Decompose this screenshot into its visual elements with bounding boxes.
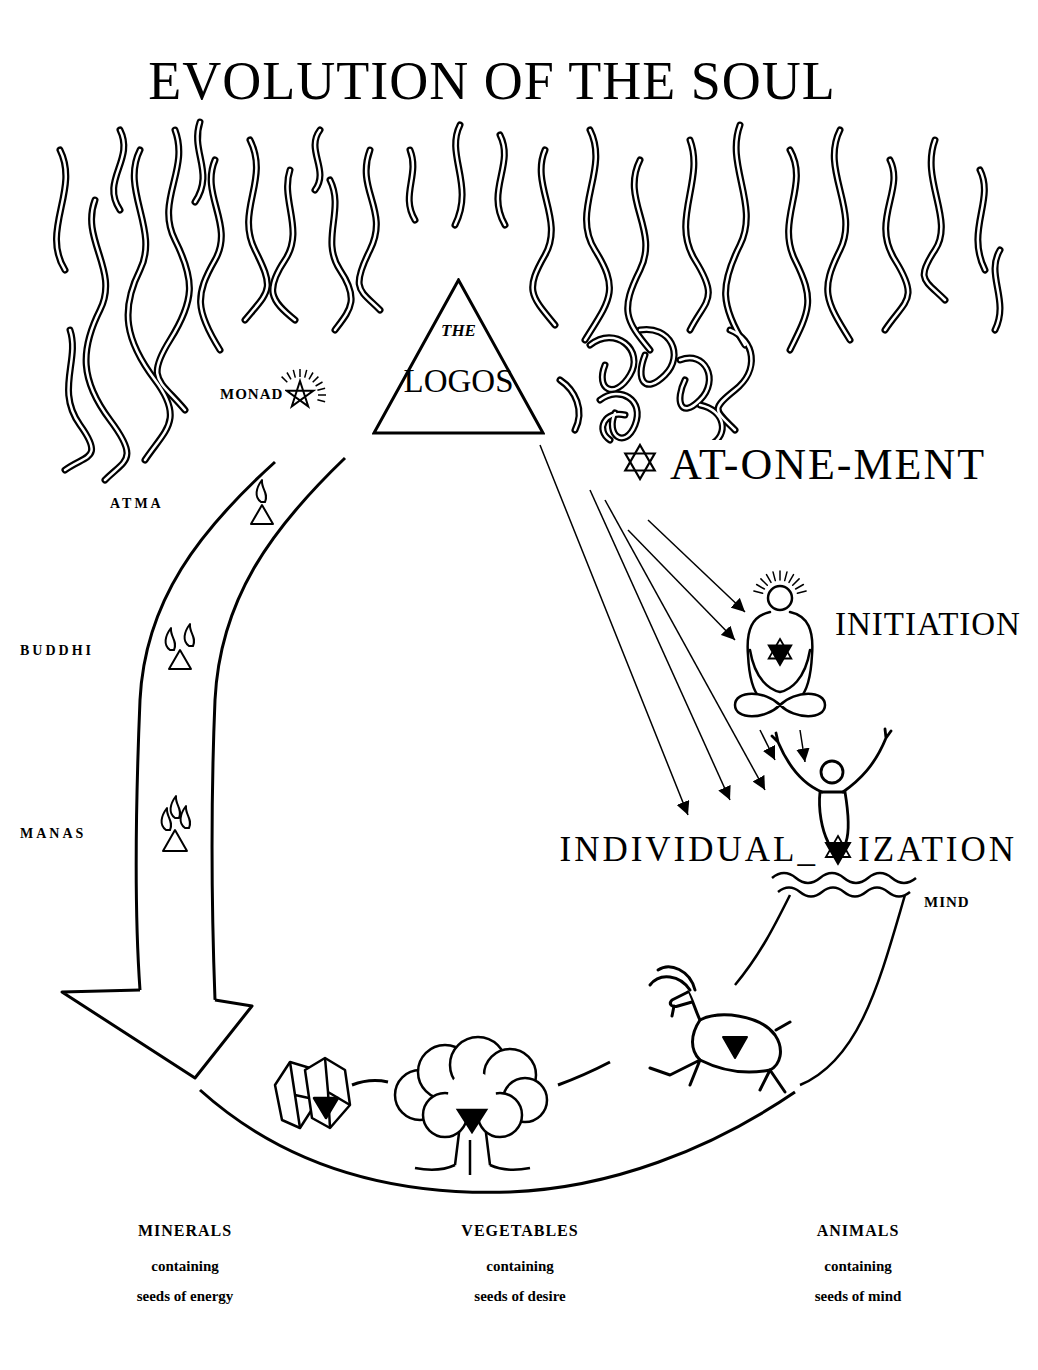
mineral-crystals-part (325, 1058, 350, 1128)
mineral-crystals (275, 1058, 350, 1128)
node-heading: THE (441, 322, 476, 341)
initiation-figure-part (769, 646, 792, 666)
animal-goat-part (688, 992, 700, 1020)
stage-label: INDIVIDUAL_ (559, 830, 818, 870)
mind-waters-part (772, 873, 916, 883)
initiation-figure-part (768, 586, 792, 610)
mind-waters-part (800, 895, 905, 1085)
monad-label: MONAD (218, 386, 285, 403)
plane-label: MANAS (18, 826, 88, 842)
plane-symbols-part (169, 650, 191, 669)
initiation-figure-part (748, 612, 813, 698)
logos-rays-part (605, 500, 765, 790)
stage-label: INITIATION (833, 606, 1023, 644)
logos-triangle: THE LOGOS (372, 278, 545, 435)
at-one-ment-star (625, 445, 654, 479)
logos-rays (540, 445, 805, 815)
kingdom-note: containing (824, 1258, 892, 1275)
kingdom-note: containing (486, 1258, 554, 1275)
descent-arrow-part (212, 458, 345, 1000)
kingdom-name: ANIMALS (817, 1222, 900, 1240)
animal-goat (650, 967, 790, 1092)
plane-label: BUDDHI (18, 643, 96, 659)
kingdom-note: seeds of energy (137, 1288, 234, 1305)
animal-goat-part (650, 967, 695, 990)
diagram-title: EVOLUTION OF THE SOUL (148, 50, 835, 112)
plane-label: ATMA (108, 496, 166, 512)
mind-waters-part (778, 888, 910, 897)
flame-outline (56, 122, 1000, 480)
kingdom-name: VEGETABLES (461, 1222, 578, 1240)
initiation-figure (735, 571, 825, 716)
individualization-figure-part (772, 733, 822, 792)
animal-goat-part (670, 992, 692, 1007)
descent-arrow-part (136, 462, 275, 990)
mineral-crystals-part (314, 1098, 338, 1118)
animal-goat-part (650, 1060, 785, 1092)
individualization-figure-part (843, 729, 891, 792)
kingdom-note: containing (151, 1258, 219, 1275)
flames (56, 122, 1000, 480)
plane-symbols-part (163, 830, 187, 851)
individualization-figure-part (819, 792, 848, 842)
at-one-ment-star-part (625, 445, 654, 471)
kingdom-circle-part (558, 1062, 610, 1085)
at-one-ment-label: AT-ONE-MENT (668, 440, 988, 491)
logos-rays-part (648, 520, 745, 612)
plane-symbols-part (251, 505, 273, 524)
animal-goat-part (693, 1015, 781, 1072)
animal-goat-part (723, 1037, 747, 1058)
initiation-figure-part (735, 694, 825, 717)
plane-symbols-part (185, 624, 195, 646)
plane-symbols (162, 480, 273, 851)
kingdom-note: seeds of desire (474, 1288, 565, 1305)
animal-goat-part (672, 1006, 790, 1030)
descent-arrow-part (62, 990, 252, 1078)
plane-symbols-part (181, 806, 191, 828)
plane-symbols-part (171, 796, 181, 818)
node-text: LOGOS (403, 363, 513, 399)
logos-rays-part (760, 730, 775, 760)
triangle-outline (374, 280, 543, 433)
individualization-figure-part (826, 843, 850, 864)
mineral-crystals-part (305, 1058, 350, 1128)
monad-star-part (282, 369, 326, 402)
kingdom-name: MINERALS (138, 1222, 232, 1240)
logos-rays-part (540, 445, 688, 815)
monad-star (282, 369, 326, 406)
plane-symbols-part (166, 628, 176, 650)
vegetable-tree-part (458, 1110, 486, 1132)
vegetable-tree (395, 1037, 547, 1175)
kingdom-circle-part (352, 1081, 388, 1085)
logos-rays-part (800, 730, 805, 762)
descent-arrow (62, 458, 345, 1078)
plane-symbols-part (257, 480, 267, 502)
mind-waters-part (735, 895, 790, 985)
stage-label: IZATION (858, 830, 1017, 870)
flame-inner (56, 122, 1000, 480)
logos-rays-part (628, 530, 735, 640)
at-one-ment-star-part (625, 454, 654, 480)
individualization-figure-part (821, 761, 843, 783)
logos-rays-part (590, 490, 730, 800)
mind-label: MIND (922, 894, 972, 911)
monad-star-part (287, 381, 314, 406)
kingdom-note: seeds of mind (815, 1288, 902, 1305)
node-outline (372, 278, 545, 435)
